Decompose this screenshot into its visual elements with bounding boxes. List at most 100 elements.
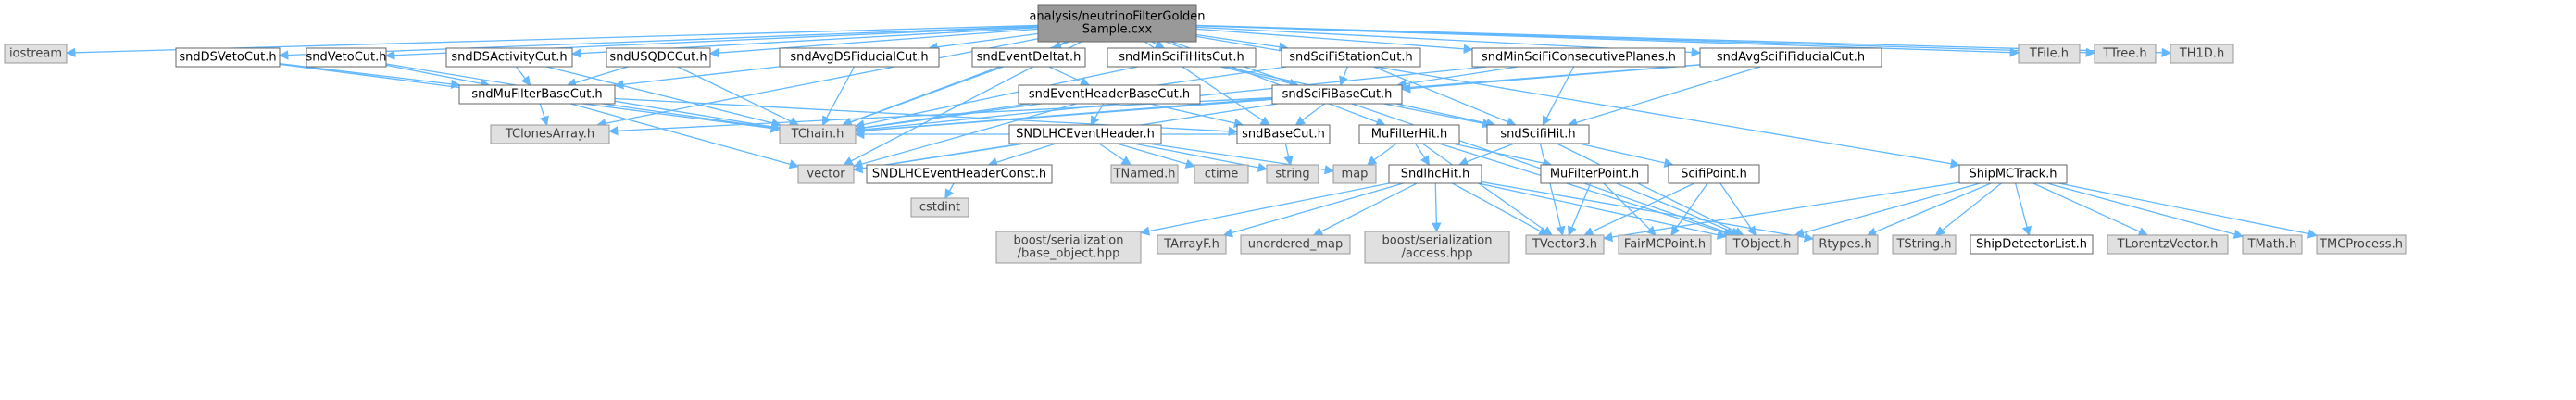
node-label: TTree.h xyxy=(2102,47,2146,61)
node-box xyxy=(606,47,711,68)
nodes-layer: analysis/neutrinoFilterGoldenSample.cxxi… xyxy=(4,4,2407,264)
edge-line xyxy=(279,63,461,90)
edge-ShipMCTrack-to-TVector3 xyxy=(1602,181,1960,243)
node-map: map xyxy=(1332,164,1377,184)
edge-SndlhcHit-to-TArrayF xyxy=(1222,182,1404,238)
edge-sndEventDeltat-to-TChain xyxy=(842,66,1004,127)
node-SNDLHCEventHeaderConst[interactable]: SNDLHCEventHeaderConst.h xyxy=(866,164,1053,184)
node-box xyxy=(910,197,969,218)
node-sndMinSciFiHitsCut[interactable]: sndMinSciFiHitsCut.h xyxy=(1107,47,1257,68)
edge-MuFilterHit-to-TVector3 xyxy=(1421,143,1553,236)
node-label: TLorentzVector.h xyxy=(2117,238,2219,252)
edge-line xyxy=(1481,181,1815,243)
node-sndSciFiBaseCut[interactable]: sndSciFiBaseCut.h xyxy=(1271,84,1403,105)
edge-line xyxy=(1366,143,1397,166)
edge-sndUSQDCCut-to-sndMuFilterBaseCut xyxy=(566,66,629,88)
edge-MuFilterPoint-to-TObject xyxy=(1616,182,1742,237)
edge-sndMuFilterBaseCut-to-TChain xyxy=(602,103,782,133)
node-box xyxy=(445,47,573,68)
edge-sndAvgSciFiFiducialCut-to-sndScifiHit xyxy=(1567,66,1761,128)
edge-line xyxy=(1568,182,1592,236)
node-label: TObject.h xyxy=(1732,238,1792,252)
edge-line xyxy=(1339,66,1348,86)
edge-SNDLHCEventHeader-to-SNDLHCEventHeaderConst xyxy=(987,143,1057,168)
node-label: /access.hpp xyxy=(1401,247,1472,261)
node-TMath: TMath.h xyxy=(2242,234,2303,255)
edge-line xyxy=(1048,66,1091,86)
node-sndDSVetoCut[interactable]: sndDSVetoCut.h xyxy=(175,47,281,68)
edge-ScifiPoint-to-TVector3 xyxy=(1583,182,1695,236)
edge-root-to-sndMinSciFiHitsCut xyxy=(1151,40,1166,49)
edge-line xyxy=(854,103,1042,133)
node-sndUSQDCCut[interactable]: sndUSQDCCut.h xyxy=(606,47,711,68)
edge-sndEventHeaderBaseCut-to-vector xyxy=(852,103,1077,169)
node-box xyxy=(1892,234,1957,255)
node-box xyxy=(1525,234,1605,255)
node-label: TMath.h xyxy=(2247,238,2297,252)
node-sndAvgSciFiFiducialCut[interactable]: sndAvgSciFiFiducialCut.h xyxy=(1699,47,1882,68)
node-label: sndSciFiBaseCut.h xyxy=(1282,88,1393,102)
node-unordered_map: unordered_map xyxy=(1240,234,1351,255)
node-sndDSActivityCut[interactable]: sndDSActivityCut.h xyxy=(445,47,573,68)
edge-sndMuFilterBaseCut-to-vector xyxy=(570,103,800,169)
node-sndScifiHit[interactable]: sndScifiHit.h xyxy=(1486,124,1590,144)
node-label: cstdint xyxy=(919,201,960,215)
node-box xyxy=(1194,164,1249,184)
node-SndlhcHit[interactable]: SndlhcHit.h xyxy=(1388,164,1482,184)
edge-ShipMCTrack-to-TString xyxy=(1934,182,2002,236)
node-sndMinSciFiConsecutivePlanes[interactable]: sndMinSciFiConsecutivePlanes.h xyxy=(1471,47,1686,68)
node-ShipMCTrack[interactable]: ShipMCTrack.h xyxy=(1958,164,2068,184)
node-sndEventDeltat[interactable]: sndEventDeltat.h xyxy=(971,47,1086,68)
edge-line xyxy=(1478,182,1728,240)
node-box xyxy=(1970,234,2094,255)
node-label: sndEventDeltat.h xyxy=(977,51,1082,65)
edge-line xyxy=(1602,181,1960,243)
node-sndEventHeaderBaseCut[interactable]: sndEventHeaderBaseCut.h xyxy=(1018,84,1201,105)
edge-line xyxy=(1219,66,1300,88)
node-sndAvgDSFiducialCut[interactable]: sndAvgDSFiducialCut.h xyxy=(779,47,940,68)
node-iostream: iostream xyxy=(4,44,68,64)
node-ScifiPoint[interactable]: ScifiPoint.h xyxy=(1668,164,1760,184)
edge-line xyxy=(385,64,491,89)
edge-line xyxy=(1098,143,1132,166)
node-TClonesArray: TClonesArray.h xyxy=(490,124,610,144)
node-label: analysis/neutrinoFilterGolden xyxy=(1029,10,1205,24)
node-MuFilterPoint[interactable]: MuFilterPoint.h xyxy=(1540,164,1649,184)
edge-line xyxy=(1539,143,1566,237)
node-box xyxy=(1364,231,1510,264)
node-MuFilterHit[interactable]: MuFilterHit.h xyxy=(1358,124,1460,144)
edge-root-to-TH1D xyxy=(1195,24,2172,57)
node-label: sndAvgSciFiFiducialCut.h xyxy=(1717,51,1865,65)
edge-line xyxy=(1312,182,1418,236)
node-box xyxy=(2242,234,2303,255)
edge-sndScifiHit-to-ScifiPoint xyxy=(1579,143,1674,169)
node-label: TArrayF.h xyxy=(1163,238,1219,252)
edge-line xyxy=(1457,143,1515,167)
node-SNDLHCEventHeader[interactable]: SNDLHCEventHeader.h xyxy=(1008,124,1162,144)
node-box xyxy=(1236,124,1331,144)
node-box xyxy=(306,47,387,68)
node-vector: vector xyxy=(797,164,855,184)
edge-line xyxy=(1117,143,1195,169)
node-label: SNDLHCEventHeader.h xyxy=(1016,128,1155,142)
edge-SndlhcHit-to-TVector3 xyxy=(1452,182,1549,236)
edge-line xyxy=(1373,66,1517,127)
node-sndMuFilterBaseCut[interactable]: sndMuFilterBaseCut.h xyxy=(458,84,616,105)
node-sndSciFiStationCut[interactable]: sndSciFiStationCut.h xyxy=(1281,47,1421,68)
node-sndVetoCut[interactable]: sndVetoCut.h xyxy=(306,47,387,68)
node-label: ShipDetectorList.h xyxy=(1976,238,2087,252)
node-label: SNDLHCEventHeaderConst.h xyxy=(872,168,1046,181)
node-ShipDetectorList[interactable]: ShipDetectorList.h xyxy=(1970,234,2094,255)
node-label: sndDSVetoCut.h xyxy=(179,51,276,65)
edge-line xyxy=(1414,143,1431,166)
node-TString: TString.h xyxy=(1892,234,1957,255)
edge-MuFilterPoint-to-FairMCPoint xyxy=(1603,182,1657,236)
node-label: sndMuFilterBaseCut.h xyxy=(471,88,602,102)
node-box xyxy=(1281,47,1421,68)
node-sndBaseCut[interactable]: sndBaseCut.h xyxy=(1236,124,1331,144)
node-box xyxy=(1812,234,1879,255)
edge-sndBaseCut-to-string xyxy=(1283,143,1294,167)
edge-sndSciFiBaseCut-to-sndScifiHit xyxy=(1383,103,1493,129)
node-box xyxy=(1037,4,1197,43)
